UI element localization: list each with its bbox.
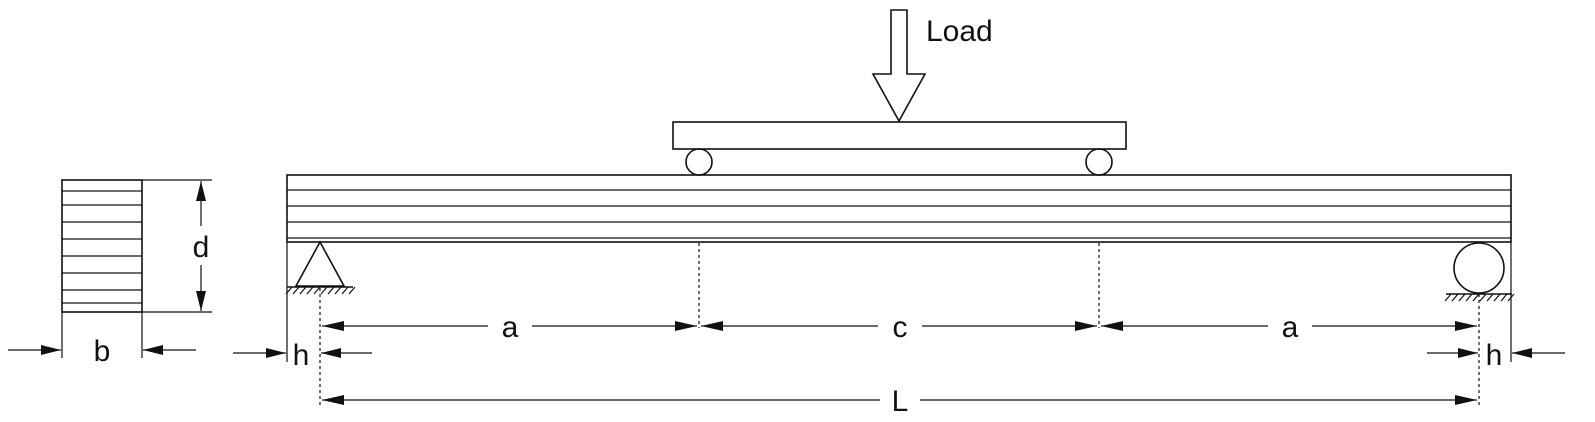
total-span-dimension: L [322, 385, 1477, 418]
overhang-dimension-left: h [233, 339, 372, 372]
arrowhead-left [322, 395, 344, 405]
arrowhead-right [1075, 321, 1097, 331]
arrowhead-right [1458, 348, 1478, 358]
arrowhead-left [322, 321, 344, 331]
pin-support-triangle [294, 240, 346, 287]
ground-hatch [1444, 293, 1515, 302]
arrowhead-left [321, 348, 341, 358]
label-b: b [94, 335, 111, 368]
arrowhead-right [1455, 321, 1477, 331]
overhang-dimension-right: h [1427, 339, 1565, 372]
beam-outline [286, 174, 1512, 243]
cross-section-outline [61, 179, 143, 313]
label-overhang-left: h [293, 339, 310, 372]
arrowhead-right [1455, 395, 1477, 405]
arrowhead-left [1512, 348, 1532, 358]
load-arrow-shape [871, 9, 927, 123]
loading-roller-right [1085, 148, 1113, 176]
cross-section [61, 179, 143, 313]
arrowhead-right [266, 348, 286, 358]
arrowhead-left [1101, 321, 1123, 331]
depth-dimension: d [142, 179, 212, 313]
label-overhang-right: h [1486, 339, 1503, 372]
label-shear-span-right: a [1282, 311, 1299, 344]
roller-support [1444, 242, 1515, 302]
arrowhead-left [143, 345, 163, 355]
label-d: d [193, 231, 210, 264]
projection-lines [319, 243, 1480, 406]
label-total-span: L [892, 385, 909, 418]
arrowhead-right [41, 345, 61, 355]
pin-support [285, 240, 356, 295]
label-load: Load [926, 15, 993, 48]
spreader-beam [672, 121, 1127, 150]
loading-fixture [672, 121, 1127, 176]
arrowhead-left [701, 321, 723, 331]
arrowhead-up [196, 181, 206, 201]
label-load-span: c [893, 311, 908, 344]
laminated-beam [286, 174, 1512, 243]
roller-support-circle [1453, 242, 1505, 294]
arrowhead-right [675, 321, 697, 331]
loading-roller-left [685, 148, 713, 176]
width-dimension: b [8, 312, 196, 368]
ground-hatch [285, 286, 356, 295]
label-shear-span-left: a [502, 311, 519, 344]
span-dimensions: a c a [322, 311, 1477, 344]
arrowhead-down [196, 291, 206, 311]
load-arrow: Load [871, 9, 993, 123]
